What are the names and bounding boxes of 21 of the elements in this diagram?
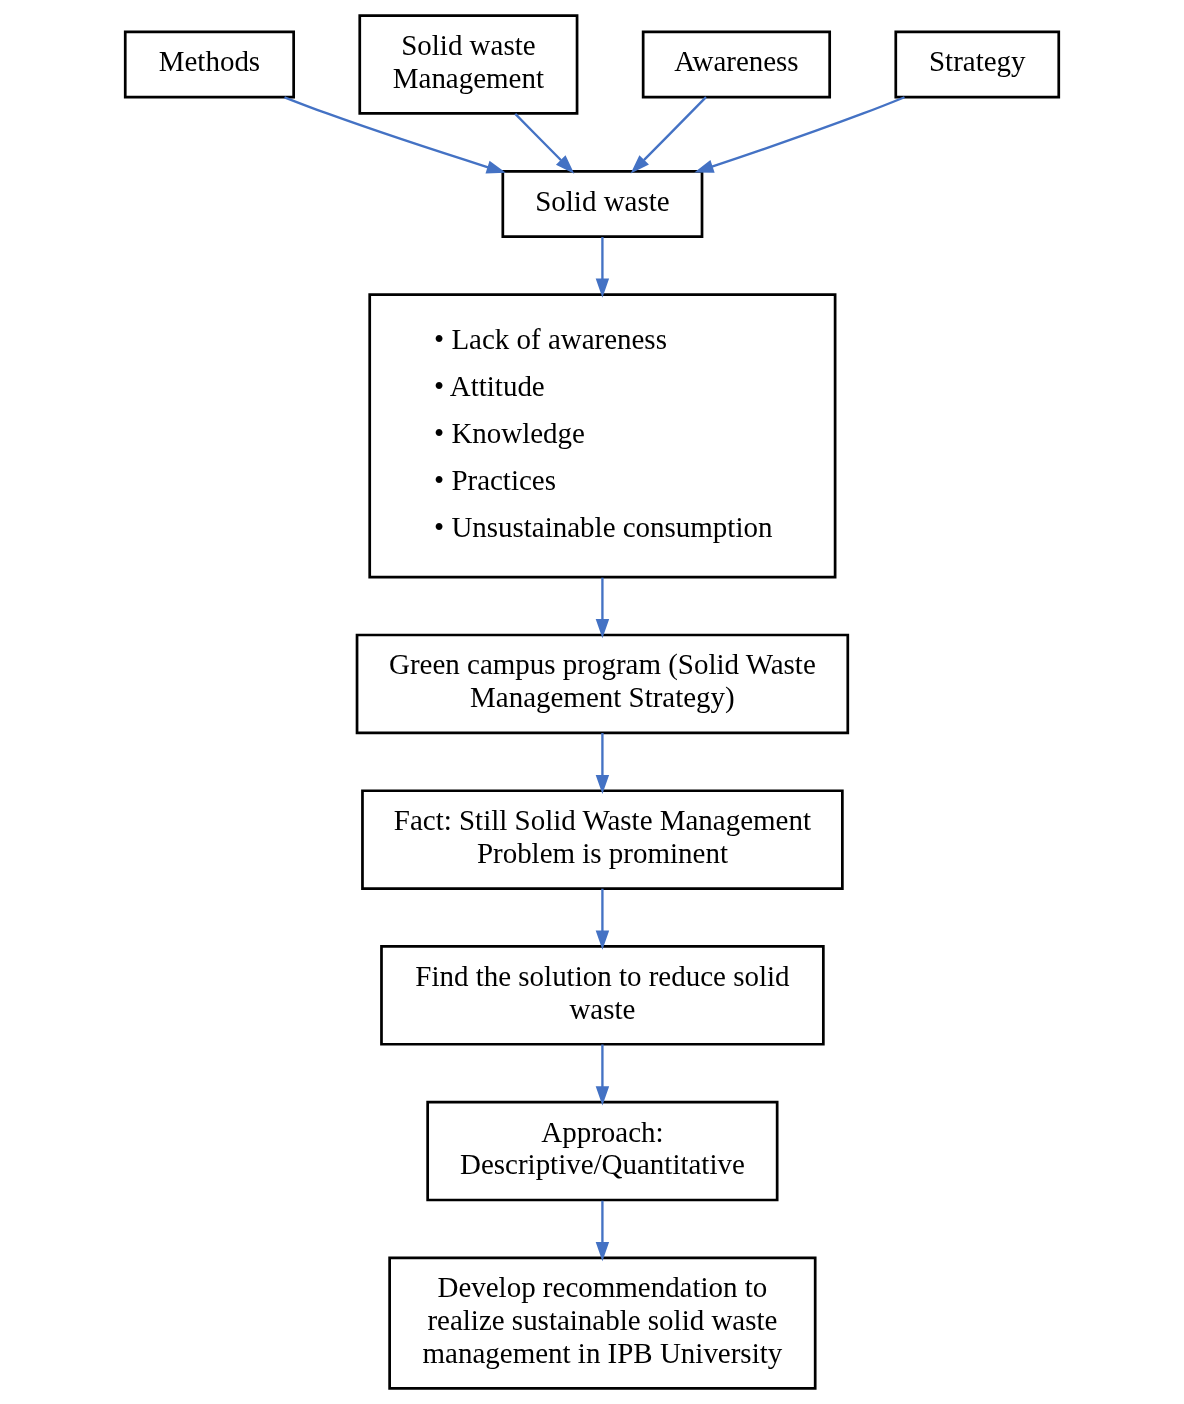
arrow (595, 577, 610, 639)
arrow (595, 1200, 610, 1262)
node-box: Solid waste (501, 170, 704, 238)
arrow (630, 96, 707, 174)
arrow (694, 96, 905, 173)
arrow (595, 237, 610, 298)
arrow (514, 113, 575, 174)
node-box: Develop recommendation to realize sustainable solid waste management in IPB University (388, 1256, 817, 1390)
node-box: Approach: Descriptive/Quantitative (426, 1100, 779, 1202)
arrow (284, 96, 506, 174)
node-box: Fact: Still Solid Waste Management Problem is prominent (361, 789, 844, 890)
node-box: Solid waste Management (358, 14, 579, 115)
node-box: • Lack of awareness • Attitude • Knowledge • Practices • Unsustainable consumption (368, 293, 837, 579)
node-box: Methods (123, 30, 296, 99)
node-box: Awareness (641, 30, 832, 99)
node-box: Strategy (894, 30, 1061, 99)
arrow (595, 733, 610, 795)
arrow (595, 1044, 610, 1106)
node-box: Green campus program (Solid Waste Management Strategy) (355, 633, 850, 735)
arrow (595, 888, 610, 950)
node-box: Find the solution to reduce solid waste (380, 945, 825, 1046)
